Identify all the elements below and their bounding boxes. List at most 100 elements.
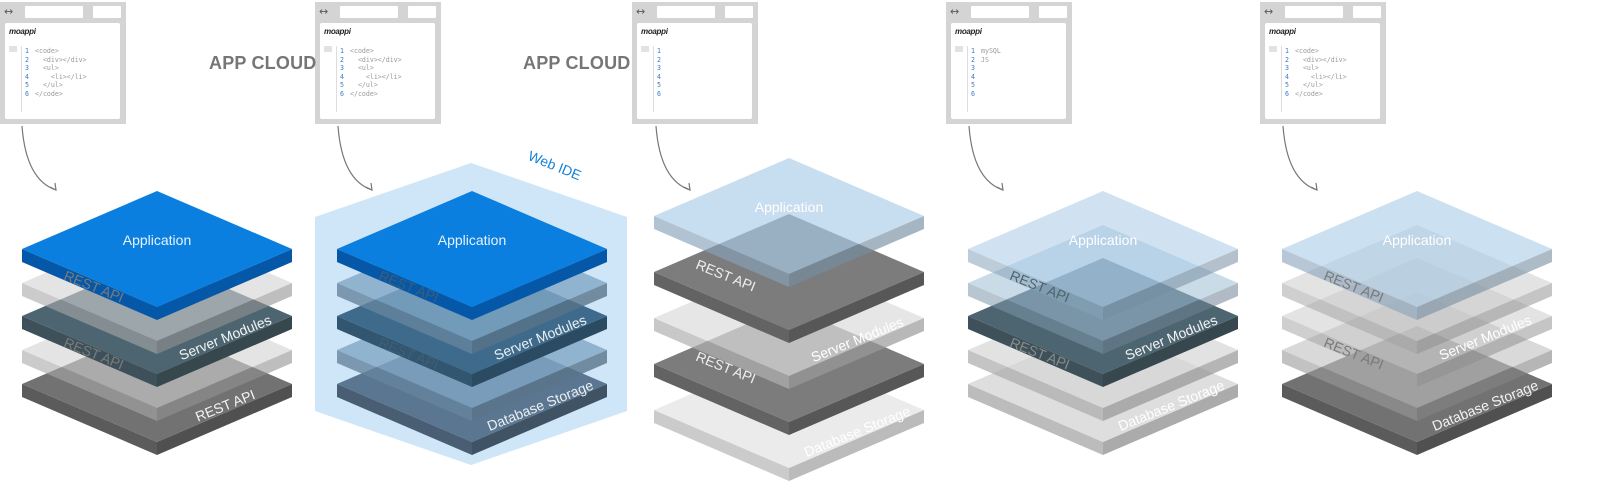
flow-arrow-head: [683, 182, 691, 192]
address-bar: [971, 6, 1029, 18]
layer-label-application: Application: [1383, 232, 1452, 248]
flow-arrow-head: [996, 182, 1004, 192]
layer-slab-side: [789, 364, 924, 435]
layer-slab-side: [789, 410, 924, 481]
code-line: 6</code>: [25, 89, 63, 98]
flow-arrow-head: [49, 182, 57, 192]
layer-slab-side: [472, 350, 607, 421]
editor-page: moappi 1<code> 2 <div></div> 3 <ul> 4 <l…: [5, 23, 120, 119]
moappi-logo: moappi: [1269, 27, 1296, 36]
layer-slab-side: [337, 350, 472, 421]
layer-slab-side: [968, 249, 1103, 320]
code-editor-window-3: ↔ moappi 1 2 3 4 5 6: [632, 2, 758, 124]
layer-label-application: Application: [1069, 232, 1138, 248]
layer-slab-side: [789, 216, 924, 287]
layer-slab-side: [337, 384, 472, 455]
code-lines: 1<code> 2 <div></div> 3 <ul> 4 <li></li>…: [1285, 47, 1347, 99]
layer-slab-side: [1103, 384, 1238, 455]
code-lines: 1<code> 2 <div></div> 3 <ul> 4 <li></li>…: [340, 47, 402, 99]
toolbar-button: [408, 6, 436, 18]
flow-arrow-head: [1310, 182, 1318, 192]
code-line: 2 <div></div>: [340, 55, 402, 64]
gutter-marker: [641, 46, 649, 52]
nav-arrows-icon: ↔: [319, 5, 328, 18]
code-line: 4 <li></li>: [25, 72, 87, 81]
flow-arrow: [968, 125, 1004, 191]
code-line: 5: [971, 81, 975, 90]
code-editor-window-1: ↔ moappi 1<code> 2 <div></div> 3 <ul> 4 …: [0, 2, 126, 124]
toolbar-button: [93, 6, 121, 18]
code-line: 1<code>: [25, 47, 59, 55]
layer-slab-side: [968, 283, 1103, 354]
layer-slab-side: [968, 350, 1103, 421]
layer-label-application: Application: [438, 232, 507, 248]
layer-slab-side: [472, 249, 607, 320]
editor-page: moappi 1<code> 2 <div></div> 3 <ul> 4 <l…: [1265, 23, 1380, 119]
layer-slab-side: [1282, 384, 1417, 455]
layer-slab-side: [1282, 249, 1417, 320]
code-line: 3: [657, 64, 661, 73]
layer-slab-side: [157, 283, 292, 354]
code-line: 4: [971, 72, 975, 81]
code-line: 5: [657, 81, 661, 90]
layer-slab: [1282, 191, 1552, 307]
editor-page: moappi 1<code> 2 <div></div> 3 <ul> 4 <l…: [320, 23, 435, 119]
code-line: 6</code>: [340, 89, 378, 98]
flow-arrow: [655, 125, 691, 191]
code-line: 4 <li></li>: [1285, 72, 1347, 81]
moappi-logo: moappi: [641, 27, 668, 36]
layer-slab-side: [654, 216, 789, 287]
code-line: 3: [971, 64, 975, 73]
layer-slab-side: [789, 318, 924, 389]
code-line: 2 <div></div>: [1285, 55, 1347, 64]
layer-slab-side: [1282, 350, 1417, 421]
gutter-line: [967, 46, 968, 112]
layer-slab-side: [654, 272, 789, 343]
code-line: 3 <ul>: [25, 64, 59, 73]
code-line: 3 <ul>: [340, 64, 374, 73]
layer-slab: [337, 191, 607, 307]
layer-slab-side: [654, 364, 789, 435]
layer-slab-side: [337, 283, 472, 354]
layer-slab-side: [1417, 350, 1552, 421]
web-ide-label: Web IDE: [526, 148, 584, 184]
layer-slab-side: [1282, 283, 1417, 354]
code-line: 1<code>: [340, 47, 374, 55]
code-lines: 1<code> 2 <div></div> 3 <ul> 4 <li></li>…: [25, 47, 87, 99]
address-bar: [1285, 6, 1343, 18]
layer-slab-side: [1282, 316, 1417, 387]
gutter-marker: [9, 46, 17, 52]
moappi-logo: moappi: [955, 27, 982, 36]
editor-page: moappi 1 2 3 4 5 6: [637, 23, 752, 119]
layer-slab-side: [472, 316, 607, 387]
gutter-marker: [324, 46, 332, 52]
layer-slab-side: [157, 384, 292, 455]
nav-arrows-icon: ↔: [636, 5, 645, 18]
flow-arrow: [337, 125, 373, 191]
app-cloud-label: APP CLOUD: [209, 53, 317, 73]
code-line: 4: [657, 72, 661, 81]
flow-arrow-head: [365, 182, 373, 192]
layer-slab-side: [654, 318, 789, 389]
layer-slab-side: [472, 283, 607, 354]
address-bar: [25, 6, 83, 18]
code-line: 2 <div></div>: [25, 55, 87, 64]
gutter-line: [21, 46, 22, 112]
layer-label-application: Application: [123, 232, 192, 248]
gutter-marker: [955, 46, 963, 52]
address-bar: [340, 6, 398, 18]
toolbar-button: [1039, 6, 1067, 18]
layer-slab-side: [157, 316, 292, 387]
layer-slab-side: [22, 350, 157, 421]
layer-slab-side: [789, 272, 924, 343]
code-line: 5 </ul>: [25, 81, 63, 90]
layer-slab-side: [1103, 316, 1238, 387]
moappi-logo: moappi: [9, 27, 36, 36]
layer-slab-side: [1417, 283, 1552, 354]
layer-slab-side: [1417, 384, 1552, 455]
code-line: 4 <li></li>: [340, 72, 402, 81]
